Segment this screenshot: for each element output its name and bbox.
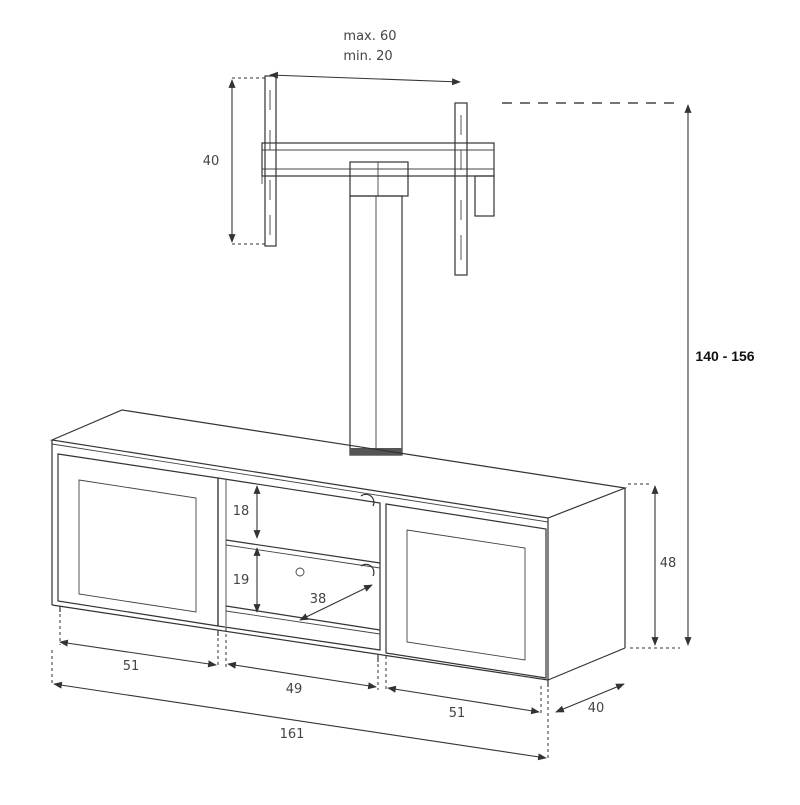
support-column: [349, 195, 403, 456]
dimension-labels: max. 60 min. 20 40 140 - 156 18 19 38 48…: [123, 29, 755, 742]
left-door-width-label: 51: [123, 659, 140, 674]
dimension-lines: [51, 71, 692, 761]
total-width-label: 161: [280, 727, 305, 742]
bracket-height-label: 40: [203, 154, 220, 169]
bracket-arm-left: [264, 75, 277, 247]
cabinet-top: [49, 409, 628, 519]
cable-hole-top: [360, 493, 375, 507]
wall-bracket: [261, 75, 495, 276]
middle-width-label: 49: [286, 682, 303, 697]
cabinet-depth-label: 40: [588, 701, 605, 716]
cabinet-depth-arrow: [555, 683, 625, 713]
shelf-upper-height-label: 18: [233, 504, 250, 519]
total-height-label: 140 - 156: [695, 348, 754, 364]
left-door-width-arrow: [59, 639, 217, 668]
shelf-depth-arrow: [299, 584, 373, 621]
bracket-width-arrow: [269, 71, 461, 86]
shelf-depth-label: 38: [310, 592, 327, 607]
cable-hole-bottom: [360, 563, 375, 577]
middle-compartment: [217, 477, 381, 651]
column-mount-plate: [349, 161, 409, 197]
left-door-panel: [78, 479, 197, 613]
left-door: [57, 453, 219, 627]
right-door: [385, 503, 547, 679]
bracket-width-min-label: min. 20: [343, 49, 392, 64]
total-width-arrow: [53, 681, 547, 761]
bracket-arm-right: [454, 102, 468, 276]
right-door-panel: [406, 529, 526, 661]
shelf-lower-height-label: 19: [233, 573, 250, 588]
tv-cabinet: [49, 409, 628, 687]
cabinet-height-label: 48: [660, 556, 677, 571]
column-foot: [350, 448, 402, 455]
bracket-rail-end: [474, 175, 495, 217]
bracket-width-max-label: max. 60: [343, 29, 396, 44]
right-door-width-label: 51: [449, 706, 466, 721]
